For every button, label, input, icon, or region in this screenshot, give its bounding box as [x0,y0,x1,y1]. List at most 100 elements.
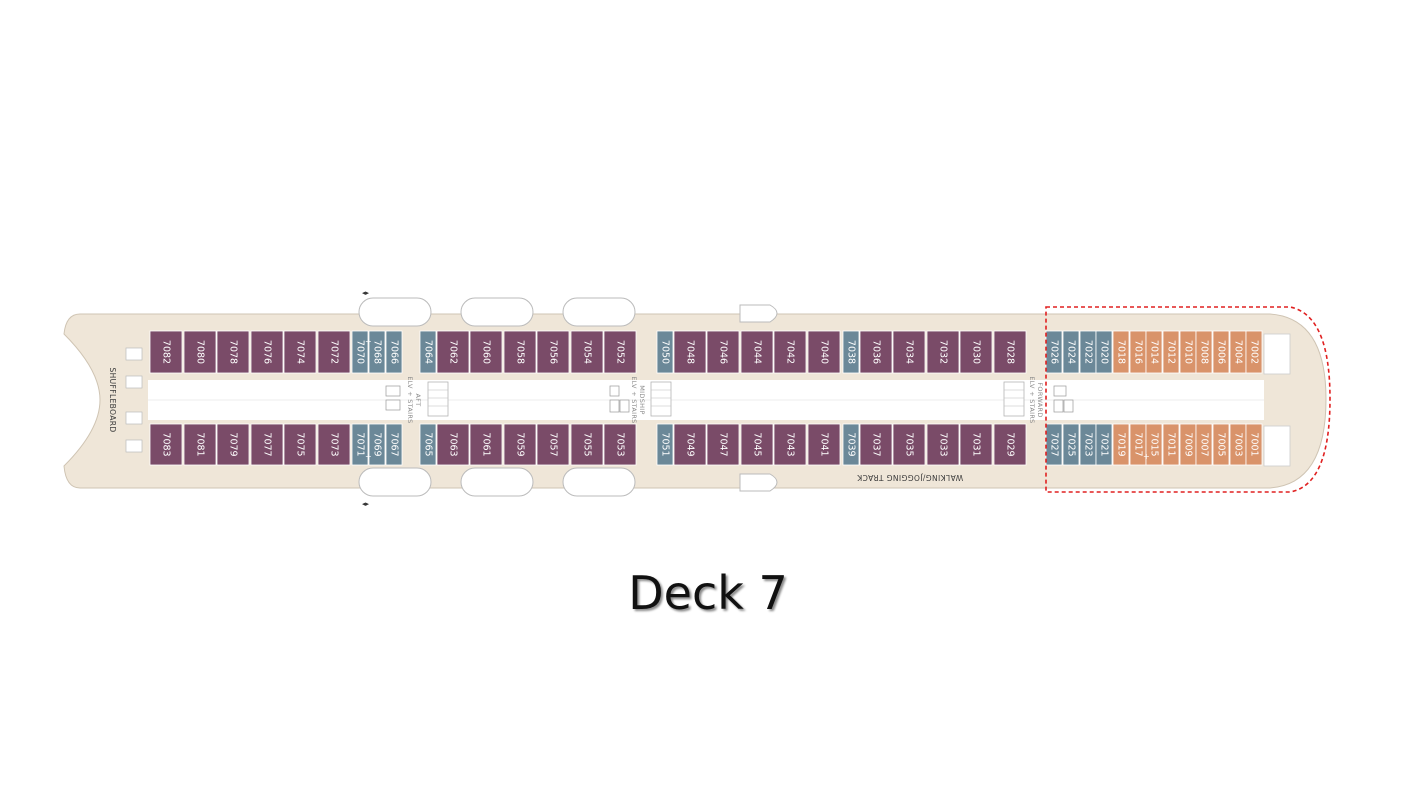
forward-structure-top [1263,333,1291,375]
cabin-number-7053: 7053 [615,432,626,456]
cabin-7033[interactable] [926,423,960,466]
cabin-7070[interactable] [351,330,369,374]
cabin-7031[interactable] [959,423,993,466]
cabin-number-7048: 7048 [685,340,696,364]
cabin-7037[interactable] [859,423,893,466]
cabin-7036[interactable] [859,330,893,374]
cabin-7045[interactable] [740,423,774,466]
cabin-number-7066: 7066 [389,340,400,364]
cabin-7061[interactable] [469,423,503,466]
cabin-7072[interactable] [317,330,351,374]
cabin-7048[interactable] [673,330,707,374]
cabin-7050[interactable] [656,330,674,374]
cabin-7051[interactable] [656,423,674,466]
cabin-number-7046: 7046 [718,340,729,364]
cabin-7064[interactable] [419,330,437,374]
cabin-7024[interactable] [1062,330,1080,374]
cabin-7020[interactable] [1095,330,1113,374]
cabin-7007[interactable] [1195,423,1213,466]
cabin-number-7047: 7047 [718,432,729,456]
cabin-7008[interactable] [1195,330,1213,374]
cabin-7012[interactable] [1162,330,1180,374]
cabin-number-7078: 7078 [228,340,239,364]
cabin-number-7076: 7076 [262,340,273,364]
cabin-number-7027: 7027 [1049,432,1060,456]
cabin-7076[interactable] [250,330,284,374]
cabin-7029[interactable] [993,423,1027,466]
cabin-7058[interactable] [503,330,537,374]
cabin-7042[interactable] [773,330,807,374]
cabin-7005[interactable] [1212,423,1230,466]
cabin-7056[interactable] [536,330,570,374]
lifeboat [460,467,534,497]
cabin-7067[interactable] [385,423,403,466]
cabin-7019[interactable] [1112,423,1130,466]
cabin-number-7072: 7072 [329,340,340,364]
cabin-7021[interactable] [1095,423,1113,466]
cabin-7002[interactable] [1245,330,1263,374]
cabin-7041[interactable] [807,423,841,466]
cabin-7026[interactable] [1045,330,1063,374]
cabin-7040[interactable] [807,330,841,374]
cabin-number-7006: 7006 [1216,340,1227,364]
connector-icon: + [365,452,372,461]
cabin-7060[interactable] [469,330,503,374]
tender-boat [739,304,778,323]
cabin-7080[interactable] [183,330,217,374]
cabin-7015[interactable] [1145,423,1163,466]
cabin-7063[interactable] [436,423,470,466]
cabin-7075[interactable] [283,423,317,466]
cabin-7079[interactable] [216,423,250,466]
cabin-7034[interactable] [892,330,926,374]
cabin-number-7004: 7004 [1233,340,1244,364]
cabin-7011[interactable] [1162,423,1180,466]
cabin-7035[interactable] [892,423,926,466]
cabin-7083[interactable] [149,423,183,466]
cabin-7038[interactable] [842,330,860,374]
cabin-number-7020: 7020 [1099,340,1110,364]
cabin-7074[interactable] [283,330,317,374]
cabin-7066[interactable] [385,330,403,374]
cabin-7059[interactable] [503,423,537,466]
forward-stairs-label: FORWARD [1036,382,1044,417]
cabin-7030[interactable] [959,330,993,374]
cabin-7053[interactable] [603,423,637,466]
cabin-7049[interactable] [673,423,707,466]
cabin-7081[interactable] [183,423,217,466]
cabin-7069[interactable] [368,423,386,466]
cabin-7046[interactable] [706,330,740,374]
cabin-7032[interactable] [926,330,960,374]
cabin-number-7051: 7051 [660,432,671,456]
cabin-7047[interactable] [706,423,740,466]
cabin-7054[interactable] [570,330,604,374]
cabin-7055[interactable] [570,423,604,466]
cabin-7025[interactable] [1062,423,1080,466]
cabin-number-7026: 7026 [1049,340,1060,364]
cabin-7014[interactable] [1145,330,1163,374]
cabin-number-7023: 7023 [1083,432,1094,456]
cabin-number-7056: 7056 [548,340,559,364]
cabin-7028[interactable] [993,330,1027,374]
cabin-7043[interactable] [773,423,807,466]
cabin-number-7016: 7016 [1133,340,1144,364]
cabin-number-7018: 7018 [1116,340,1127,364]
cabin-7071[interactable] [351,423,369,466]
cabin-7057[interactable] [536,423,570,466]
cabin-7044[interactable] [740,330,774,374]
cabin-7018[interactable] [1112,330,1130,374]
cabin-7073[interactable] [317,423,351,466]
cabin-7068[interactable] [368,330,386,374]
cabin-7082[interactable] [149,330,183,374]
cabin-7006[interactable] [1212,330,1230,374]
cabin-7039[interactable] [842,423,860,466]
cabin-number-7061: 7061 [481,432,492,456]
tender-boat [739,473,778,492]
cabin-number-7017: 7017 [1133,432,1144,456]
cabin-7065[interactable] [419,423,437,466]
cabin-7062[interactable] [436,330,470,374]
cabin-7052[interactable] [603,330,637,374]
cabin-7078[interactable] [216,330,250,374]
cabin-7077[interactable] [250,423,284,466]
cabin-7001[interactable] [1245,423,1263,466]
